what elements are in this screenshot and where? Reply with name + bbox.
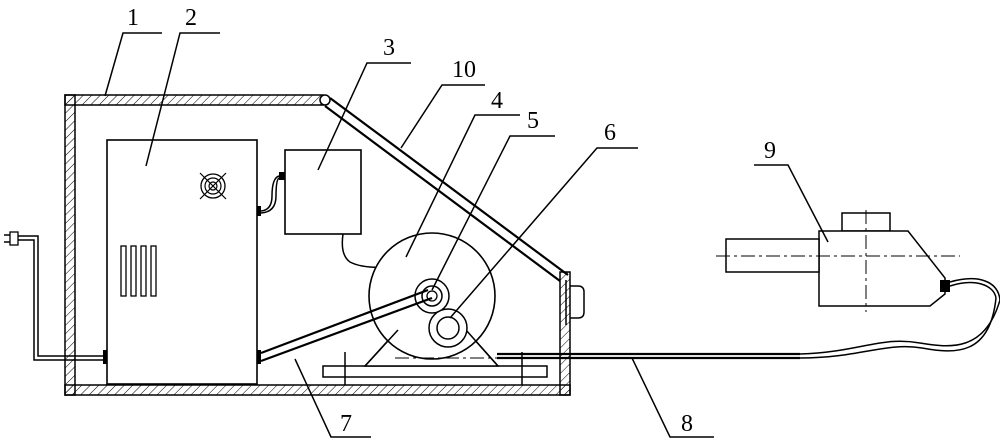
label-2: 2 xyxy=(185,5,197,31)
label-7: 7 xyxy=(340,411,352,437)
label-3: 3 xyxy=(383,35,395,61)
spray-gun-outlet xyxy=(940,280,950,292)
fan-icon xyxy=(199,172,227,200)
internal-cable xyxy=(260,288,433,363)
reel-assembly xyxy=(322,232,548,385)
housing-top-wall xyxy=(64,94,324,106)
housing-bottom-wall xyxy=(64,384,571,396)
motor-box-body xyxy=(284,149,362,235)
right-connector xyxy=(257,350,261,364)
power-cable xyxy=(4,231,103,361)
hose xyxy=(497,278,1000,360)
label-1: 1 xyxy=(127,5,139,31)
control-box-body xyxy=(106,139,258,385)
side-handle xyxy=(570,285,585,319)
spray-gun-body xyxy=(818,230,946,307)
housing xyxy=(64,94,585,396)
labels: 1 2 3 10 4 5 6 7 8 9 xyxy=(127,5,776,437)
spray-gun xyxy=(716,210,960,312)
housing-left-wall xyxy=(64,94,76,396)
plug-icon xyxy=(4,231,19,246)
motor-box-connector xyxy=(279,172,285,180)
label-6: 6 xyxy=(604,120,616,146)
lid xyxy=(324,97,569,282)
base-plate xyxy=(322,365,548,378)
leader-lines xyxy=(104,32,829,438)
control-box xyxy=(103,139,261,385)
top-connector xyxy=(257,206,261,216)
motor-box xyxy=(260,149,401,269)
housing-right-wall xyxy=(559,271,571,396)
label-5: 5 xyxy=(527,108,539,134)
label-4: 4 xyxy=(491,88,503,114)
left-connector xyxy=(103,350,107,364)
signal-wire xyxy=(260,175,280,212)
hinge-icon xyxy=(319,94,331,106)
label-9: 9 xyxy=(764,138,776,164)
label-8: 8 xyxy=(681,411,693,437)
vent-slots xyxy=(120,245,157,297)
label-10: 10 xyxy=(452,57,476,83)
